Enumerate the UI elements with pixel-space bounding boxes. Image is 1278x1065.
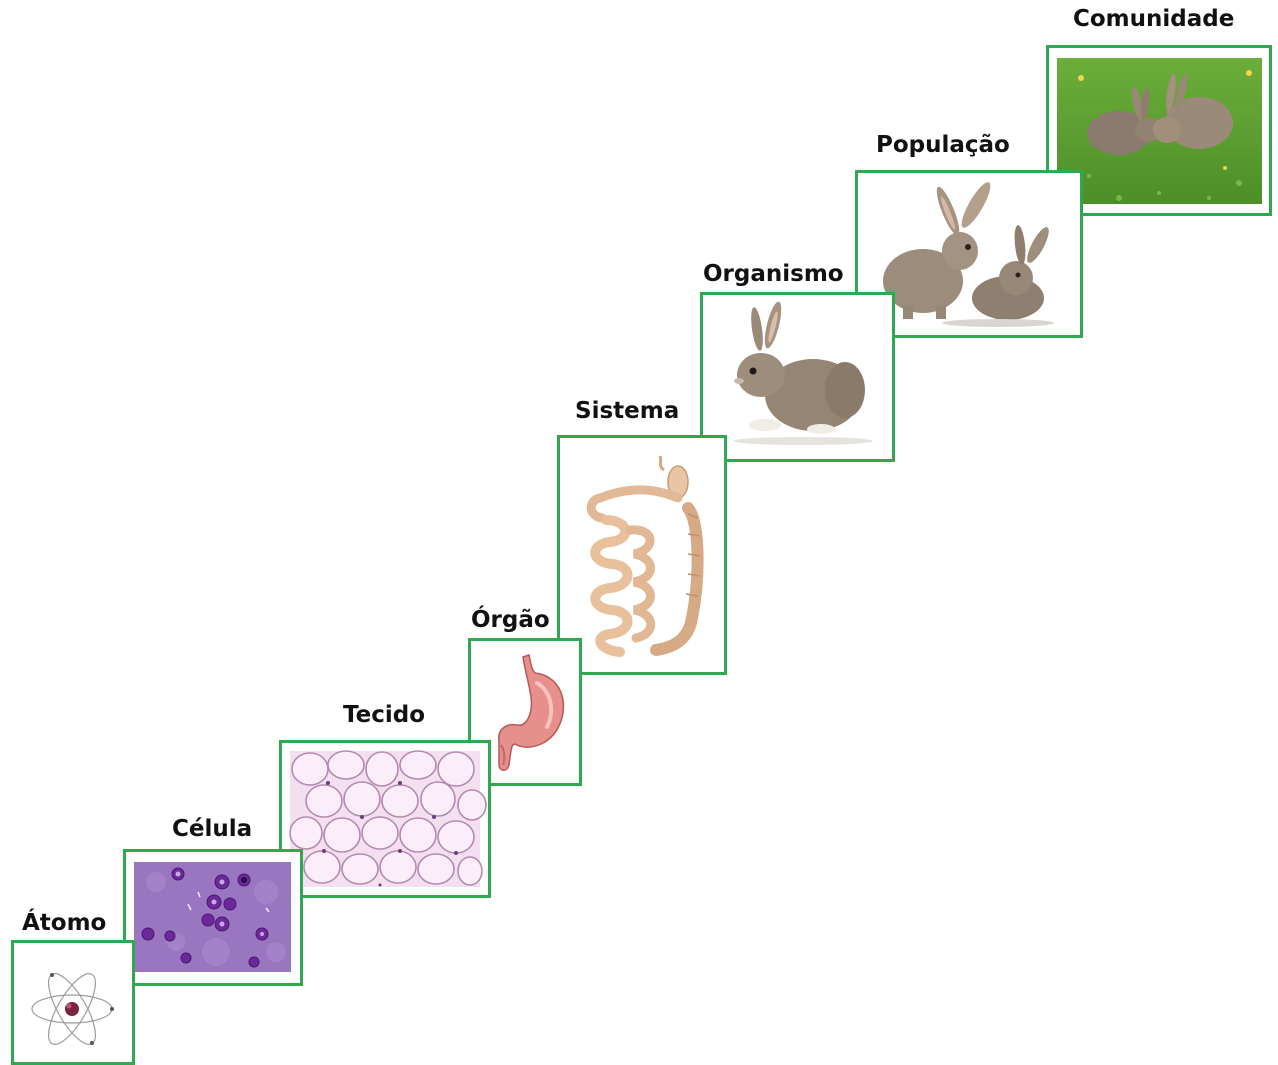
level-label-populacao: População [876, 134, 1010, 157]
level-label-tecido: Tecido [343, 704, 425, 727]
rabbit-image [703, 295, 892, 459]
atom-image [14, 943, 132, 1062]
tissue-image [282, 743, 488, 895]
cells-image [126, 852, 300, 983]
card-atomo [11, 940, 135, 1065]
intestine-image [560, 438, 724, 672]
card-organismo [700, 292, 895, 462]
level-label-comunidade: Comunidade [1073, 8, 1234, 31]
level-label-orgao: Órgão [471, 609, 550, 632]
card-tecido [279, 740, 491, 898]
level-label-sistema: Sistema [575, 400, 679, 423]
card-celula [123, 849, 303, 986]
level-label-celula: Célula [172, 818, 252, 841]
card-sistema [557, 435, 727, 675]
level-label-atomo: Átomo [22, 912, 106, 935]
level-label-organismo: Organismo [703, 263, 844, 286]
